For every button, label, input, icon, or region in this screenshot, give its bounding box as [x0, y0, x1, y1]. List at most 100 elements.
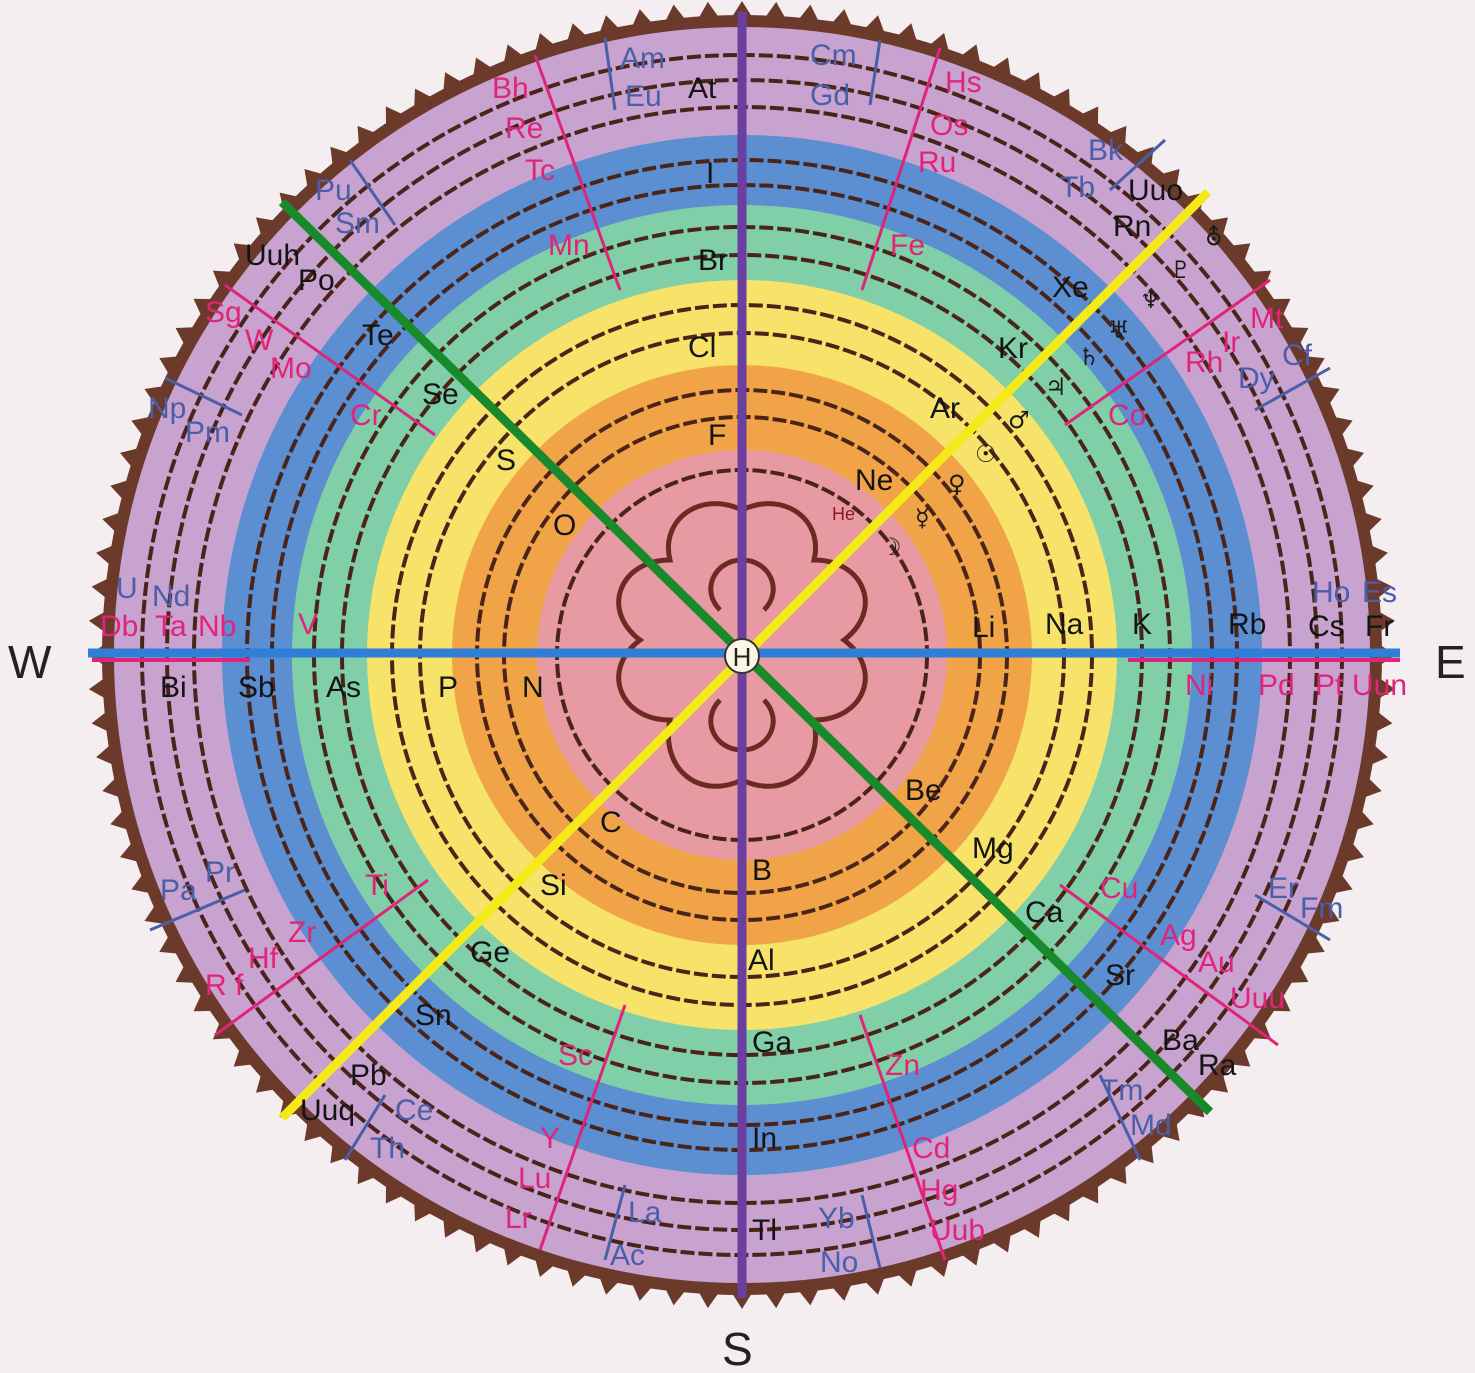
label-Np: Np: [148, 392, 186, 425]
label-In: In: [752, 1122, 777, 1155]
label-Tc: Tc: [525, 154, 555, 187]
label-Se: Se: [422, 378, 459, 411]
label-Br: Br: [698, 244, 728, 277]
center-label: H: [733, 642, 752, 672]
label-Ar: Ar: [930, 392, 960, 425]
label-Na: Na: [1045, 608, 1084, 641]
label-Au: Au: [1198, 946, 1235, 979]
label-Gd: Gd: [810, 79, 850, 112]
label-K: K: [1132, 608, 1152, 641]
label-Sm: Sm: [335, 207, 380, 240]
label-Dy: Dy: [1238, 362, 1275, 395]
label-Uuh: Uuh: [245, 239, 300, 272]
label-Tl: Tl: [752, 1214, 777, 1247]
label-Ra: Ra: [1198, 1049, 1237, 1082]
label-Sc: Sc: [558, 1039, 593, 1072]
label-Uuu: Uuu: [1230, 982, 1285, 1015]
label-Mt: Mt: [1250, 302, 1284, 335]
label-Md: Md: [1130, 1109, 1172, 1142]
label-Pt: Pt: [1315, 669, 1344, 702]
label-Fm: Fm: [1300, 892, 1343, 925]
label-Nb: Nb: [198, 610, 236, 643]
neptune-symbol-icon: ♆: [1140, 286, 1162, 314]
mars-symbol-icon: ♂: [1008, 406, 1030, 434]
compass-south: S: [722, 1323, 753, 1373]
jupiter-symbol-icon: ♃: [1045, 373, 1067, 401]
label-Rh: Rh: [1185, 346, 1223, 379]
label-At: At: [688, 72, 717, 105]
label-B: B: [752, 854, 772, 887]
moon-symbol-icon: ☽: [880, 533, 902, 561]
label-Co: Co: [1108, 399, 1146, 432]
label-Cd: Cd: [912, 1132, 950, 1165]
label-S: S: [496, 444, 516, 477]
label-Ti: Ti: [365, 869, 389, 902]
label-No: No: [820, 1246, 858, 1279]
label-He: He: [832, 504, 855, 524]
uranus-symbol-icon: ♅: [1108, 316, 1130, 344]
label-Kr: Kr: [998, 332, 1028, 365]
label-Eu: Eu: [625, 80, 662, 113]
label-Be: Be: [905, 774, 942, 807]
saturn-symbol-icon: ♄: [1078, 343, 1100, 371]
label-Os: Os: [930, 109, 968, 142]
label-Xe: Xe: [1052, 271, 1089, 304]
compass-east: E: [1435, 636, 1466, 688]
label-Te: Te: [362, 319, 394, 352]
label-La: La: [628, 1196, 662, 1229]
label-Cr: Cr: [350, 399, 382, 432]
label-Uub: Uub: [930, 1214, 985, 1247]
label-Hf: Hf: [248, 942, 279, 975]
label-Bk: Bk: [1088, 134, 1124, 167]
label-Zr: Zr: [288, 916, 316, 949]
label-Cl: Cl: [688, 331, 716, 364]
mercury-symbol-icon: ☿: [915, 504, 930, 532]
label-Cm: Cm: [810, 39, 857, 72]
label-Sg: Sg: [205, 296, 242, 329]
label-Ce: Ce: [395, 1094, 433, 1127]
label-Mo: Mo: [270, 352, 312, 385]
label-Pu: Pu: [315, 174, 352, 207]
label-Re: Re: [505, 112, 543, 145]
label-Am: Am: [620, 42, 665, 75]
label-Cf: Cf: [1282, 339, 1313, 372]
label-Sb: Sb: [238, 671, 275, 704]
label-Hs: Hs: [945, 66, 982, 99]
label-I: I: [706, 157, 714, 190]
label-Ba: Ba: [1162, 1024, 1199, 1057]
extra-symbol-icon: ⛢: [1205, 223, 1223, 251]
label-Lr: Lr: [505, 1202, 532, 1235]
label-Mg: Mg: [972, 832, 1014, 865]
label-Hg: Hg: [920, 1174, 958, 1207]
label-Po: Po: [298, 264, 335, 297]
label-Lu: Lu: [518, 1162, 551, 1195]
label-Bh: Bh: [492, 72, 529, 105]
label-Rn: Rn: [1113, 210, 1151, 243]
label-Ta: Ta: [155, 610, 187, 643]
label-Pm: Pm: [185, 416, 230, 449]
label-Pb: Pb: [350, 1059, 387, 1092]
venus-symbol-icon: ♀: [948, 470, 966, 498]
label-Ho: Ho: [1312, 576, 1350, 609]
label-F: F: [708, 419, 726, 452]
label-Th: Th: [370, 1132, 405, 1165]
label-Ac: Ac: [610, 1239, 645, 1272]
compass-west: W: [8, 636, 52, 688]
sun-symbol-icon: ☉: [975, 440, 997, 468]
label-P: P: [438, 671, 458, 704]
label-Nd: Nd: [152, 580, 190, 613]
label-V: V: [298, 608, 318, 641]
label-Fr: Fr: [1365, 610, 1393, 643]
label-C: C: [600, 806, 622, 839]
label-Pr: Pr: [205, 856, 235, 889]
label-N: N: [522, 671, 544, 704]
label-Uun: Uun: [1352, 669, 1407, 702]
label-Ne: Ne: [855, 464, 893, 497]
label-Uuq: Uuq: [300, 1094, 355, 1127]
center-hydrogen: H: [725, 639, 759, 673]
label-O: O: [553, 509, 576, 542]
label-Al: Al: [748, 944, 775, 977]
label-Pa: Pa: [160, 874, 197, 907]
label-Tm: Tm: [1100, 1074, 1143, 1107]
